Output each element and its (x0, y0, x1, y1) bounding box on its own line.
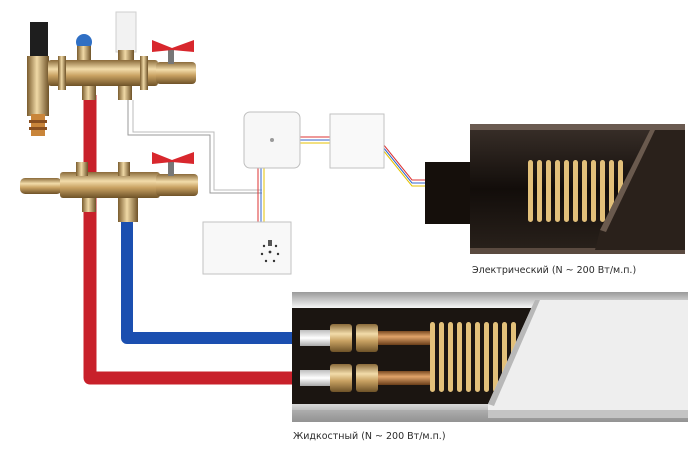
valve-handle-icon (152, 40, 194, 52)
electric-heating-element (528, 160, 623, 222)
air-vent-cap (30, 22, 48, 58)
lower-manifold (20, 152, 198, 222)
return-pipe (121, 222, 300, 344)
liquid-convector (292, 292, 688, 422)
electric-convector (425, 124, 685, 254)
power-box (329, 113, 385, 169)
control-wires (127, 100, 428, 222)
thermostat-dial-icon (260, 240, 280, 263)
liquid-heat-exchanger (430, 322, 516, 392)
relay-box (243, 111, 301, 169)
electric-convector-caption: Электрический (N ~ 200 Вт/м.п.) (472, 265, 637, 276)
thermostat (202, 221, 292, 275)
liquid-convector-caption: Жидкостный (N ~ 200 Вт/м.п.) (293, 431, 446, 442)
valve-handle-icon (152, 152, 194, 164)
upper-manifold (27, 11, 196, 136)
